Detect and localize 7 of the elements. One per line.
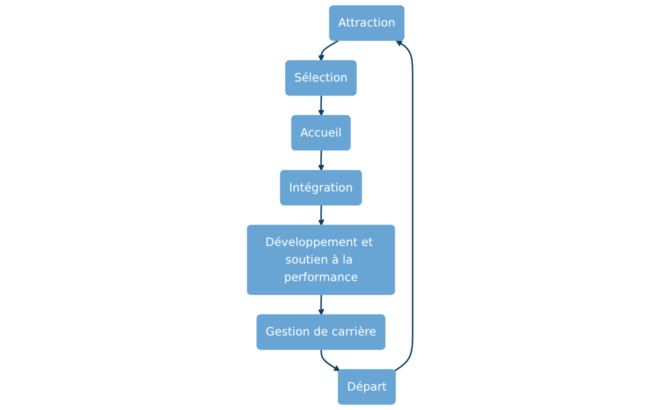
arrow (318, 40, 339, 62)
arrow (318, 205, 324, 226)
arrow (318, 96, 324, 116)
arrow (318, 150, 324, 171)
arrow (318, 294, 324, 316)
arrow (394, 40, 414, 372)
arrow (320, 350, 340, 372)
